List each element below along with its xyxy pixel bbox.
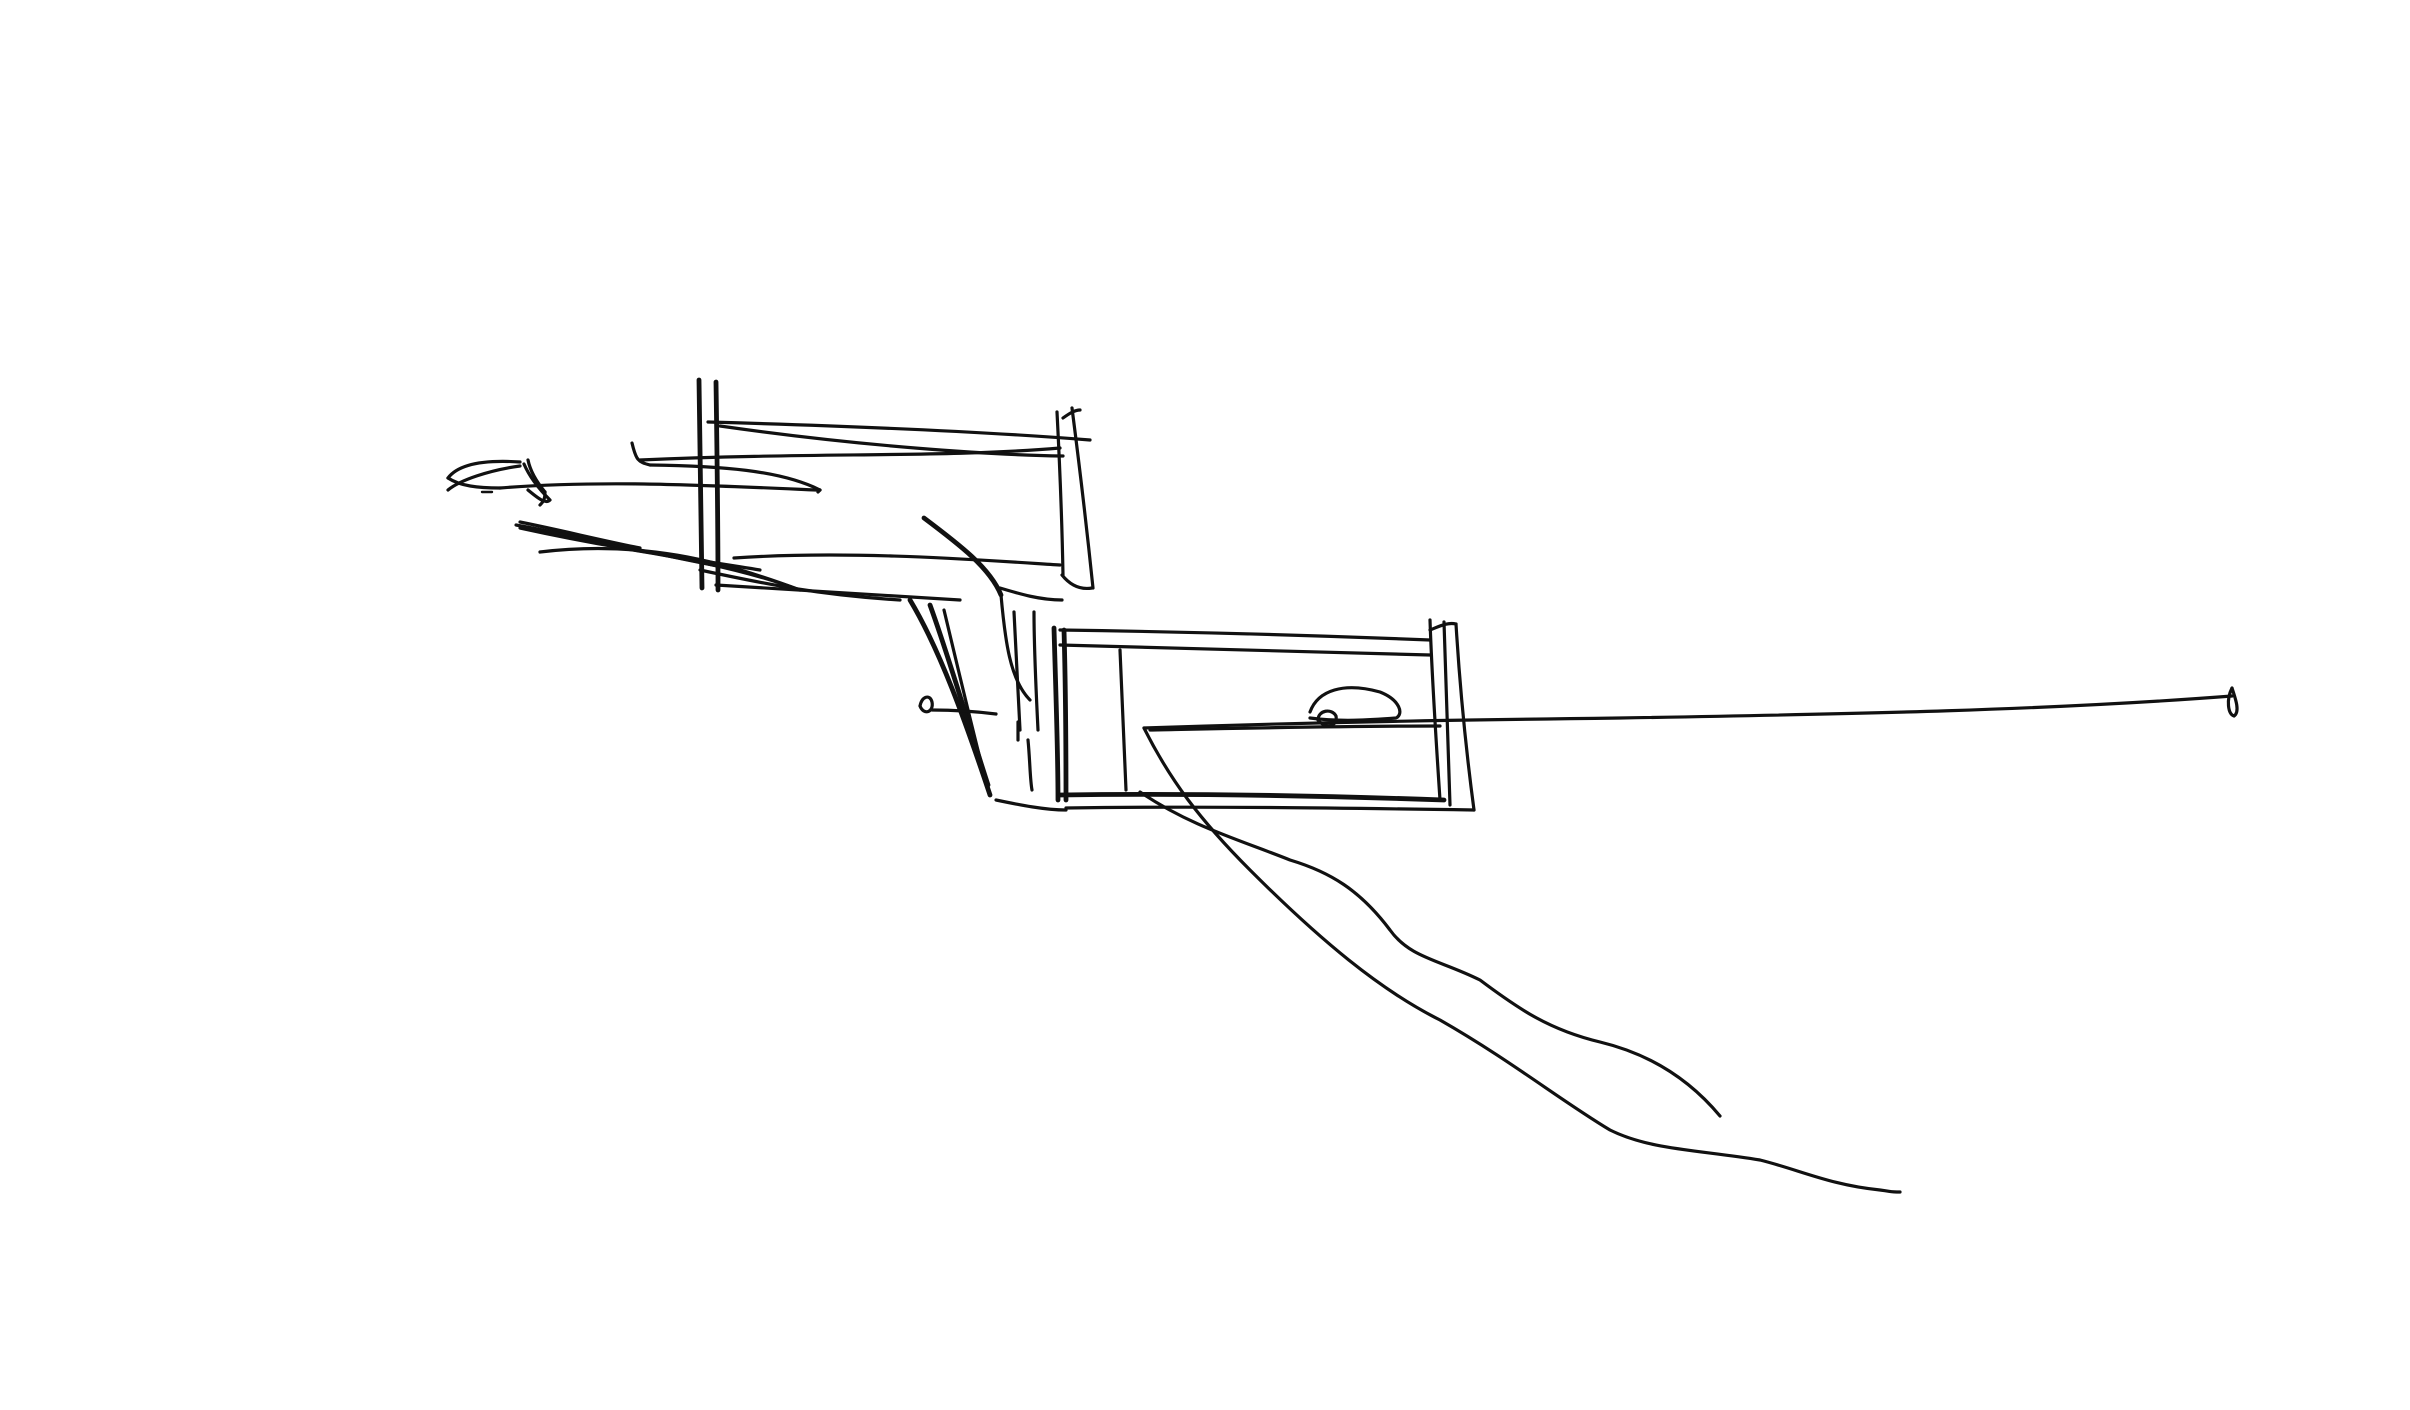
support-column [907, 515, 1040, 798]
left-figure [446, 462, 552, 504]
upper-floor-lines [518, 441, 962, 602]
lower-volume [994, 618, 1476, 812]
upper-volume [638, 377, 1095, 602]
approach-lines [446, 458, 822, 572]
figure-marks [918, 686, 1402, 742]
terrain-slope [1138, 726, 1902, 1194]
horizon-line [1142, 686, 2239, 730]
